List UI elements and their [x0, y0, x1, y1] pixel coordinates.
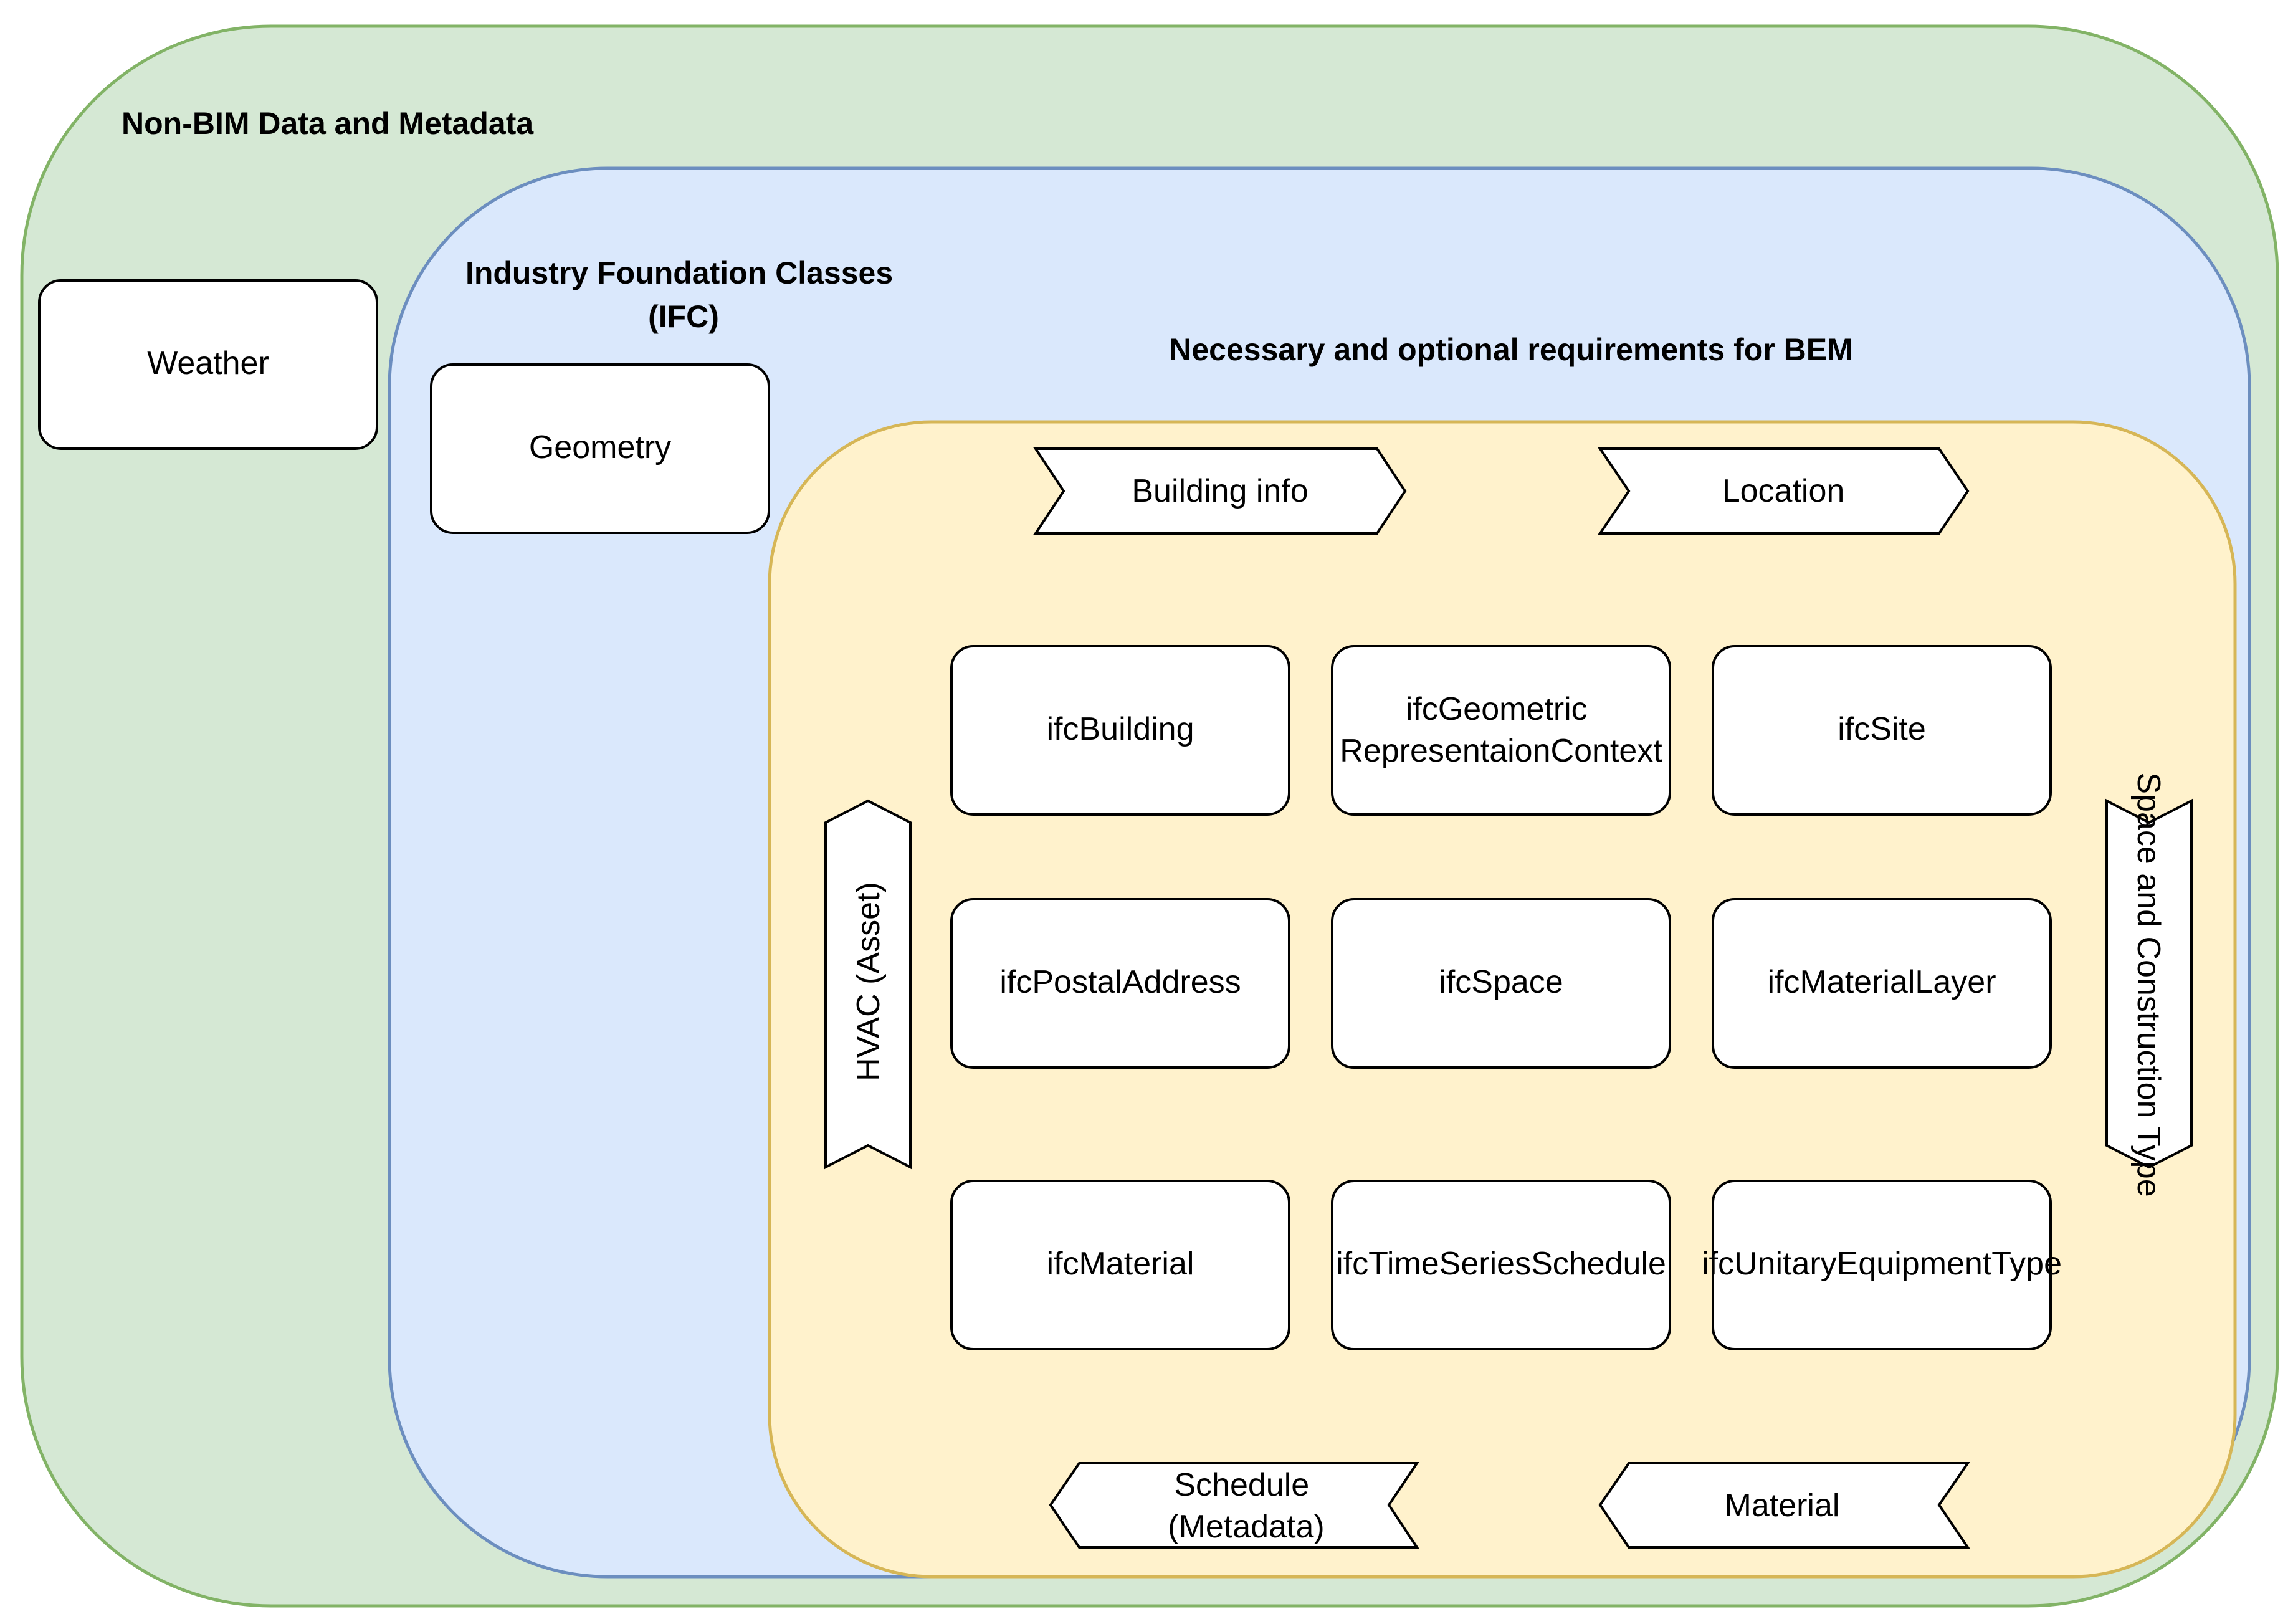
geometry-box: Geometry — [430, 363, 770, 534]
ifc-postal-address-label: ifcPostalAddress — [999, 964, 1241, 1000]
location-label: Location — [1722, 473, 1845, 509]
schedule-label-line1: Schedule — [1174, 1467, 1309, 1503]
ifc-space-label: ifcSpace — [1439, 964, 1563, 1000]
ifc-title: Industry Foundation Classes (IFC) — [465, 256, 902, 334]
ifc-title-line1: Industry Foundation Classes — [465, 256, 893, 290]
ifc-unitary-equipment-type-box: ifcUnitaryEquipmentType — [1702, 1180, 2062, 1350]
ifc-building-box: ifcBuilding — [950, 645, 1290, 816]
building-info-label: Building info — [1132, 473, 1308, 509]
schedule-metadata-arrow: Schedule (Metadata) — [1049, 1462, 1419, 1549]
ifc-geometric-label-line2: RepresentaionContext — [1340, 733, 1662, 769]
ifc-material-label: ifcMaterial — [1047, 1246, 1194, 1282]
building-info-arrow: Building info — [1033, 447, 1407, 535]
ifc-postal-address-box: ifcPostalAddress — [950, 898, 1290, 1069]
ifc-space-box: ifcSpace — [1331, 898, 1671, 1069]
material-arrow: Material — [1598, 1462, 1970, 1549]
location-arrow: Location — [1598, 447, 1970, 535]
weather-label: Weather — [147, 345, 269, 381]
ifc-unitary-equipment-type-label: ifcUnitaryEquipmentType — [1702, 1246, 2062, 1282]
weather-box: Weather — [38, 279, 378, 450]
ifc-geometric-representation-context-box: ifcGeometric RepresentaionContext — [1331, 645, 1671, 816]
bem-title: Necessary and optional requirements for … — [1169, 332, 1853, 367]
space-construction-type-arrow: Space and Construction Type — [2105, 772, 2193, 1197]
schedule-label-line2: (Metadata) — [1168, 1509, 1324, 1545]
ifc-entity-grid: ifcBuilding ifcGeometric RepresentaionCo… — [950, 645, 2062, 1350]
ifc-title-line2: (IFC) — [648, 299, 719, 334]
ifc-material-layer-label: ifcMaterialLayer — [1767, 964, 1996, 1000]
ifc-site-box: ifcSite — [1712, 645, 2052, 816]
hvac-asset-arrow: HVAC (Asset) — [824, 799, 912, 1170]
ifc-material-box: ifcMaterial — [950, 1180, 1290, 1350]
geometry-label: Geometry — [529, 429, 671, 466]
non-bim-title: Non-BIM Data and Metadata — [122, 106, 534, 141]
ifc-material-layer-box: ifcMaterialLayer — [1712, 898, 2052, 1069]
ifc-time-series-schedule-box: ifcTimeSeriesSchedule — [1331, 1180, 1671, 1350]
ifc-geometric-label: ifcGeometric RepresentaionContext — [1340, 691, 1662, 769]
material-label: Material — [1725, 1488, 1840, 1524]
ifc-geometric-label-line1: ifcGeometric — [1406, 691, 1588, 727]
hvac-asset-label: HVAC (Asset) — [851, 882, 887, 1081]
space-construction-type-label: Space and Construction Type — [2130, 772, 2167, 1197]
ifc-time-series-schedule-label: ifcTimeSeriesSchedule — [1336, 1246, 1666, 1282]
ifc-site-label: ifcSite — [1838, 711, 1926, 747]
ifc-building-label: ifcBuilding — [1046, 711, 1194, 747]
schedule-metadata-label: Schedule (Metadata) — [1168, 1467, 1324, 1545]
